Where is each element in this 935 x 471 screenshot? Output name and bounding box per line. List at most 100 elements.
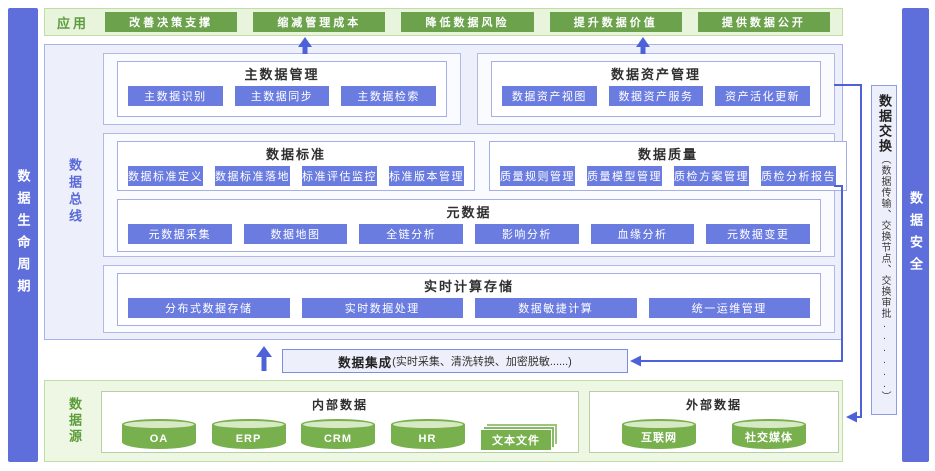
cylinder-label: OA	[149, 433, 169, 445]
database-cylinder-internet: 互联网	[622, 419, 696, 449]
cylinder-label: 社交媒体	[745, 432, 793, 444]
up-arrow-icon	[256, 346, 272, 371]
item-agile-computing: 数据敏捷计算	[475, 298, 637, 318]
item-standard-monitor: 标准评估监控	[302, 166, 377, 186]
master-data-group: 主数据管理 主数据识别 主数据同步 主数据检索	[103, 53, 461, 125]
cylinder-top-icon	[211, 419, 286, 430]
data-exchange-box: 数据交换（数据传输、交换节点、交换审批......）	[871, 85, 897, 415]
database-cylinder-social: 社交媒体	[732, 419, 806, 449]
data-standard-items: 数据标准定义 数据标准落地 标准评估监控 标准版本管理	[128, 166, 464, 186]
master-data-title: 主数据管理	[244, 67, 320, 82]
text-files-stack-icon: 文本文件	[480, 423, 558, 451]
item-realtime-processing: 实时数据处理	[301, 298, 463, 318]
app-item-decision-support: 改善决策支撑	[105, 12, 238, 32]
realtime-items: 分布式数据存储 实时数据处理 数据敏捷计算 统一运维管理	[128, 298, 810, 318]
data-exchange-text: 数据交换（数据传输、交换节点、交换审批......）	[876, 94, 892, 414]
data-bus-box: 数据总线 主数据管理 主数据识别 主数据同步 主数据检索 数据资产管理 数据资产…	[44, 44, 847, 340]
database-cylinder-erp: ERP	[211, 419, 286, 449]
data-lifecycle-bar: 数据生命周期	[8, 8, 38, 462]
database-cylinder-crm: CRM	[301, 419, 375, 449]
item-standard-define: 数据标准定义	[128, 166, 203, 186]
data-integration-box: 数据集成(实时采集、清洗转换、加密脱敏......)	[282, 349, 628, 373]
item-metadata-change: 元数据变更	[706, 224, 811, 244]
item-master-search: 主数据检索	[341, 86, 437, 106]
data-source-label-wrap: 数据源	[65, 381, 84, 461]
internal-data-title: 内部数据	[311, 398, 368, 412]
data-asset-items: 数据资产视图 数据资产服务 资产活化更新	[502, 86, 811, 106]
application-bar: 应用 改善决策支撑 缩减管理成本 降低数据风险 提升数据价值 提供数据公开	[44, 8, 843, 36]
item-asset-activate: 资产活化更新	[715, 86, 811, 106]
realtime-title: 实时计算存储	[423, 279, 514, 294]
app-item-open-data: 提供数据公开	[697, 12, 831, 32]
item-metadata-collect: 元数据采集	[128, 224, 232, 244]
left-arrowhead-icon	[630, 355, 641, 367]
metadata-panel: 元数据 元数据采集 数据地图 全链分析 影响分析 血缘分析 元数据变更	[117, 199, 821, 252]
data-exchange-subtitle: （数据传输、交换节点、交换审批......）	[879, 154, 890, 402]
item-quality-report: 质检分析报告	[761, 166, 836, 186]
data-asset-title: 数据资产管理	[610, 67, 701, 82]
external-data-items: 互联网 社交媒体	[590, 419, 838, 449]
item-asset-view: 数据资产视图	[502, 86, 597, 106]
database-cylinder-hr: HR	[390, 419, 465, 449]
app-item-increase-value: 提升数据价值	[549, 12, 682, 32]
item-quality-plan: 质检方案管理	[674, 166, 749, 186]
cylinder-top-icon	[732, 419, 806, 430]
data-bus-label-wrap: 数据总线	[65, 45, 84, 339]
cylinder-top-icon	[122, 419, 196, 430]
item-data-map: 数据地图	[243, 224, 348, 244]
data-security-label: 数据安全	[908, 191, 923, 279]
data-asset-panel: 数据资产管理 数据资产视图 数据资产服务 资产活化更新	[491, 61, 821, 117]
cylinder-label: ERP	[235, 433, 262, 445]
data-lifecycle-label: 数据生命周期	[15, 169, 31, 301]
app-item-reduce-risk: 降低数据风险	[401, 12, 534, 32]
realtime-group: 实时计算存储 分布式数据存储 实时数据处理 数据敏捷计算 统一运维管理	[103, 265, 835, 333]
item-fullchain-analysis: 全链分析	[359, 224, 464, 244]
cylinder-top-icon	[622, 419, 696, 430]
item-quality-rule: 质量规则管理	[500, 166, 575, 186]
metadata-title: 元数据	[446, 205, 492, 220]
realtime-panel: 实时计算存储 分布式数据存储 实时数据处理 数据敏捷计算 统一运维管理	[117, 273, 821, 326]
item-quality-model: 质量模型管理	[587, 166, 662, 186]
cylinder-label: HR	[418, 433, 437, 445]
item-lineage-analysis: 血缘分析	[590, 224, 695, 244]
cylinder-top-icon	[390, 419, 465, 430]
left-arrowhead-icon	[846, 411, 857, 423]
data-security-bar: 数据安全	[902, 8, 929, 462]
data-quality-items: 质量规则管理 质量模型管理 质检方案管理 质检分析报告	[500, 166, 836, 186]
data-integration-subtitle: (实时采集、清洗转换、加密脱敏......)	[392, 356, 572, 368]
data-standard-title: 数据标准	[265, 147, 326, 162]
internal-data-panel: 内部数据 OA ERP CRM HR	[101, 391, 579, 453]
item-master-identify: 主数据识别	[128, 86, 223, 106]
internal-data-items: OA ERP CRM HR 文本文件	[102, 419, 578, 451]
item-impact-analysis: 影响分析	[475, 224, 579, 244]
governance-group: 数据标准 数据标准定义 数据标准落地 标准评估监控 标准版本管理 数据质量 质量…	[103, 133, 847, 257]
metadata-items: 元数据采集 数据地图 全链分析 影响分析 血缘分析 元数据变更	[128, 224, 811, 244]
item-unified-ops: 统一运维管理	[648, 298, 810, 318]
master-data-items: 主数据识别 主数据同步 主数据检索	[128, 86, 437, 106]
database-cylinder-oa: OA	[122, 419, 196, 449]
text-files-label: 文本文件	[480, 429, 552, 451]
item-standard-version: 标准版本管理	[389, 166, 464, 186]
data-source-box: 数据源 内部数据 OA ERP CRM HR	[44, 380, 843, 462]
data-integration-title: 数据集成	[338, 355, 393, 370]
cylinder-top-icon	[301, 419, 375, 430]
data-standard-panel: 数据标准 数据标准定义 数据标准落地 标准评估监控 标准版本管理	[117, 141, 475, 191]
external-data-panel: 外部数据 互联网 社交媒体	[589, 391, 839, 453]
data-source-label: 数据源	[67, 397, 82, 445]
data-quality-panel: 数据质量 质量规则管理 质量模型管理 质检方案管理 质检分析报告	[489, 141, 847, 191]
standard-quality-row: 数据标准 数据标准定义 数据标准落地 标准评估监控 标准版本管理 数据质量 质量…	[117, 141, 847, 191]
cylinder-label: CRM	[323, 433, 353, 445]
data-quality-title: 数据质量	[637, 147, 698, 162]
external-data-title: 外部数据	[685, 398, 742, 412]
app-item-reduce-cost: 缩减管理成本	[253, 12, 386, 32]
application-label: 应用	[57, 15, 90, 31]
item-standard-landing: 数据标准落地	[215, 166, 290, 186]
cylinder-label: 互联网	[641, 432, 677, 444]
master-data-panel: 主数据管理 主数据识别 主数据同步 主数据检索	[117, 61, 447, 117]
item-distributed-storage: 分布式数据存储	[128, 298, 290, 318]
data-asset-group: 数据资产管理 数据资产视图 数据资产服务 资产活化更新	[477, 53, 835, 125]
item-master-sync: 主数据同步	[234, 86, 330, 106]
data-bus-label: 数据总线	[67, 158, 82, 226]
data-exchange-title: 数据交换	[877, 94, 892, 154]
